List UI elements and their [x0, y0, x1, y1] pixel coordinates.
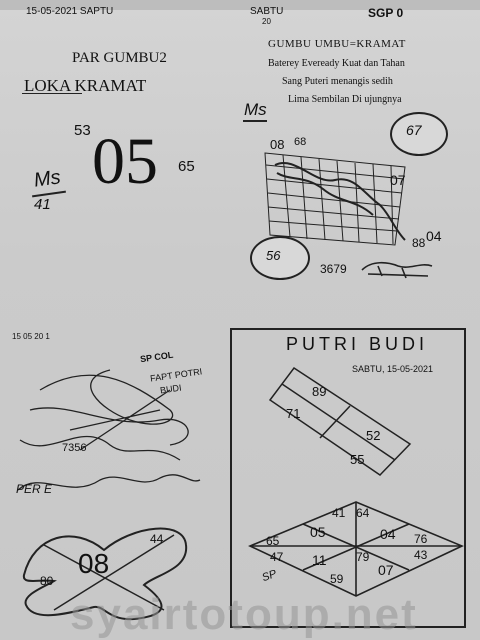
cloud-67 [390, 112, 448, 156]
number-64: 64 [356, 506, 370, 520]
number-04-rhombus: 04 [380, 526, 396, 542]
header-small: 20 [262, 17, 271, 26]
left-title-2: LOKA KRAMAT [24, 76, 147, 95]
diamond-square-drawing [268, 366, 412, 476]
number-3679: 3679 [320, 262, 347, 276]
verse-line-1: Baterey Eveready Kuat dan Tahan [268, 58, 405, 69]
number-11: 11 [312, 552, 327, 568]
scribble-drawing [17, 369, 201, 491]
number-41-rhombus: 41 [332, 506, 346, 520]
number-7356: 7356 [62, 442, 87, 454]
scrawl-text: PER E [16, 482, 53, 496]
number-52: 52 [366, 428, 381, 443]
number-65: 65 [178, 158, 195, 175]
header-day: SABTU [250, 6, 284, 17]
big-number-08: 08 [78, 548, 110, 579]
verse-line-3: Lima Sembilan Di ujungnya [288, 94, 402, 105]
animal-sketch [361, 261, 433, 279]
cloud-67-text: 67 [406, 122, 422, 138]
star-shape-drawing [22, 527, 188, 621]
watermark-text: syairtotoup.net [70, 590, 418, 639]
number-47: 47 [270, 550, 284, 564]
prediction-box [230, 328, 466, 628]
rhombus-drawing [248, 501, 464, 597]
right-heading: GUMBU UMBU=KRAMAT [268, 38, 406, 50]
number-08-top: 08 [270, 137, 285, 152]
number-65-rhombus: 65 [266, 534, 280, 548]
header-code: SGP 0 [368, 6, 404, 20]
verse-line-2: Sang Puteri menangis sedih [282, 76, 393, 87]
underline [22, 93, 82, 94]
number-68: 68 [294, 136, 307, 148]
number-89: 89 [312, 384, 327, 399]
number-71: 71 [286, 406, 301, 421]
number-55: 55 [350, 452, 365, 467]
number-43: 43 [414, 548, 428, 562]
number-44: 44 [150, 532, 164, 546]
number-07-rhombus: 07 [378, 562, 394, 578]
ms-right-label: Ms [244, 100, 267, 119]
number-79: 79 [356, 550, 370, 564]
number-04: 04 [426, 228, 442, 244]
number-88: 88 [412, 236, 426, 250]
big-number-05: 05 [92, 125, 158, 198]
number-80: 80 [40, 574, 54, 588]
number-07: 07 [390, 172, 406, 188]
number-59: 59 [330, 572, 344, 586]
ms-label: Ms [32, 166, 63, 192]
top-edge [0, 0, 480, 10]
number-05-rhombus: 05 [310, 524, 326, 540]
cloud-56 [250, 236, 310, 280]
header-date-left: 15-05-2021 SAPTU [26, 6, 114, 17]
number-53: 53 [74, 122, 91, 139]
cloud-56-text: 56 [266, 248, 281, 263]
left-title-1: PAR GUMBU2 [72, 50, 167, 66]
ms-right-underline [243, 120, 267, 122]
box-date: SABTU, 15-05-2021 [352, 364, 434, 374]
number-41: 41 [34, 196, 51, 213]
map-grid-drawing [264, 152, 406, 246]
number-76: 76 [414, 532, 428, 546]
lb-date: 15 05 20 1 [12, 332, 50, 341]
box-title: PUTRI BUDI [286, 334, 429, 354]
